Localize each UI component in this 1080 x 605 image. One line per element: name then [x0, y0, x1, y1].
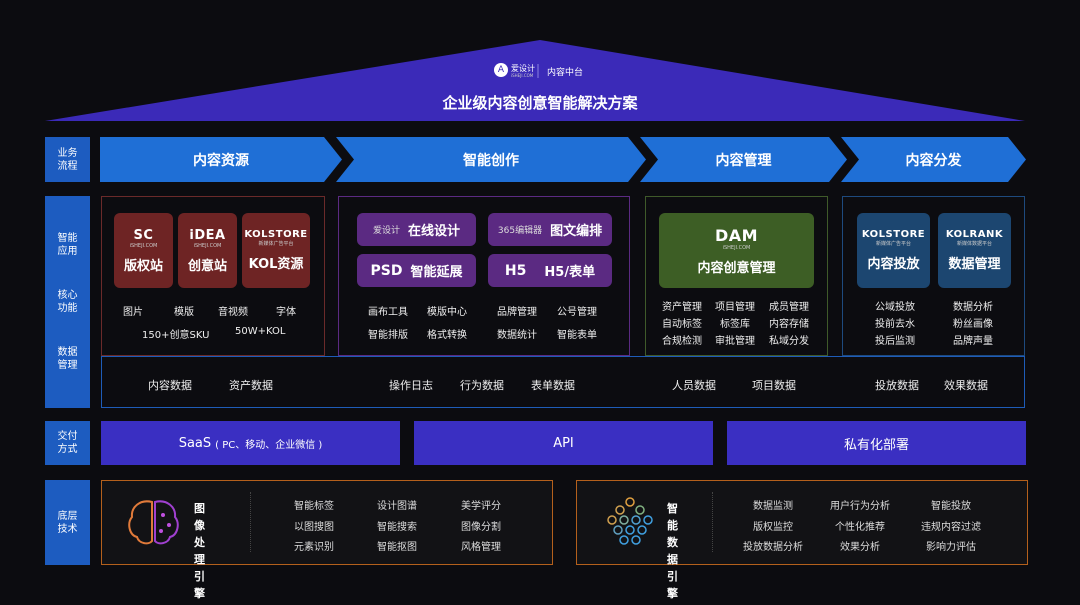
stage-content-distribution: 内容分发	[841, 137, 1026, 182]
feature: 公域投放	[875, 302, 915, 313]
tech-feature: 用户行为分析	[830, 501, 890, 512]
label-delivery: 交付方式	[45, 421, 90, 465]
feature: 审批管理	[715, 336, 755, 347]
tech-feature: 个性化推荐	[835, 522, 885, 533]
brain-icon	[128, 500, 179, 545]
panel-distribution	[842, 196, 1025, 356]
feature: 成员管理	[769, 302, 809, 313]
panel-resources	[101, 196, 325, 356]
feature: 自动标签	[662, 319, 702, 330]
tech-feature: 投放数据分析	[743, 542, 803, 553]
data-item: 人员数据	[672, 379, 716, 392]
data-item: 表单数据	[531, 379, 575, 392]
roof	[45, 40, 1025, 121]
tech-feature: 智能投放	[931, 501, 971, 512]
stage-content-resources: 内容资源	[100, 137, 342, 182]
label-process: 业务流程	[45, 137, 90, 182]
tech-feature: 智能抠图	[377, 542, 417, 553]
tech-feature: 效果分析	[840, 542, 880, 553]
feature: 音视频	[218, 307, 248, 318]
stage-smart-creation: 智能创作	[336, 137, 646, 182]
tech-feature: 元素识别	[294, 542, 334, 553]
card-online-design[interactable]: 爱设计在线设计	[357, 213, 476, 246]
tech-feature: 以图搜图	[294, 522, 334, 533]
data-management-row	[101, 356, 1025, 408]
feature: 资产管理	[662, 302, 702, 313]
tech-feature: 版权监控	[753, 522, 793, 533]
image-engine-title: 图像处理引擎	[194, 502, 205, 600]
feature: 字体	[276, 307, 296, 318]
stat: 150+创意SKU	[142, 330, 210, 341]
tech-feature: 设计图谱	[377, 501, 417, 512]
brand-sub: iSHEJI.COM	[511, 73, 534, 78]
tech-feature: 智能搜索	[377, 522, 417, 533]
feature: 合规检测	[662, 336, 702, 347]
stage-content-management: 内容管理	[640, 137, 847, 182]
tech-feature: 图像分割	[461, 522, 501, 533]
feature: 投前去水	[875, 319, 915, 330]
feature: 数据统计	[497, 330, 537, 341]
card-layout[interactable]: 365编辑器图文编排	[488, 213, 612, 246]
panel-creation	[338, 196, 630, 356]
platform-name: 内容中台	[547, 68, 584, 78]
data-item: 资产数据	[229, 379, 273, 392]
data-engine-title: 智能数据引擎	[667, 502, 678, 600]
page-title: 企业级内容创意智能解决方案	[442, 94, 638, 112]
tech-feature: 违规内容过滤	[921, 522, 981, 533]
feature: 画布工具	[368, 307, 408, 318]
data-item: 内容数据	[148, 379, 192, 392]
delivery-saas: SaaS( PC、移动、企业微信 )	[101, 421, 400, 465]
brand-name: 爱设计	[511, 64, 535, 73]
tech-feature: 影响力评估	[926, 542, 976, 553]
stat: 50W+KOL	[235, 326, 286, 337]
delivery-private: 私有化部署	[727, 421, 1026, 465]
data-item: 效果数据	[944, 379, 988, 392]
divider	[712, 492, 713, 552]
brand-logo-icon: A	[494, 63, 508, 77]
data-item: 投放数据	[875, 379, 919, 392]
data-item: 操作日志	[389, 379, 433, 392]
feature: 品牌声量	[953, 336, 993, 347]
feature: 标签库	[720, 319, 750, 330]
feature: 模版中心	[427, 307, 467, 318]
feature: 图片	[123, 307, 143, 318]
feature: 智能表单	[557, 330, 597, 341]
tech-feature: 智能标签	[294, 501, 334, 512]
data-item: 项目数据	[752, 379, 796, 392]
feature: 格式转换	[427, 330, 467, 341]
feature: 内容存储	[769, 319, 809, 330]
feature: 私域分发	[769, 336, 809, 347]
feature: 项目管理	[715, 302, 755, 313]
label-tech: 底层技术	[45, 480, 90, 565]
delivery-api: API	[414, 421, 713, 465]
feature: 投后监测	[875, 336, 915, 347]
divider	[250, 492, 251, 552]
panel-management	[645, 196, 828, 356]
feature: 模版	[174, 307, 194, 318]
feature: 公号管理	[557, 307, 597, 318]
feature: 智能排版	[368, 330, 408, 341]
feature: 数据分析	[953, 302, 993, 313]
feature: 粉丝画像	[953, 319, 993, 330]
image-engine-panel	[101, 480, 553, 565]
feature: 品牌管理	[497, 307, 537, 318]
tech-feature: 风格管理	[461, 542, 501, 553]
tech-feature: 美学评分	[461, 501, 501, 512]
network-icon	[607, 497, 653, 545]
label-apps-core-data: 智能应用 核心功能 数据管理	[45, 196, 90, 408]
data-item: 行为数据	[460, 379, 504, 392]
tech-feature: 数据监测	[753, 501, 793, 512]
